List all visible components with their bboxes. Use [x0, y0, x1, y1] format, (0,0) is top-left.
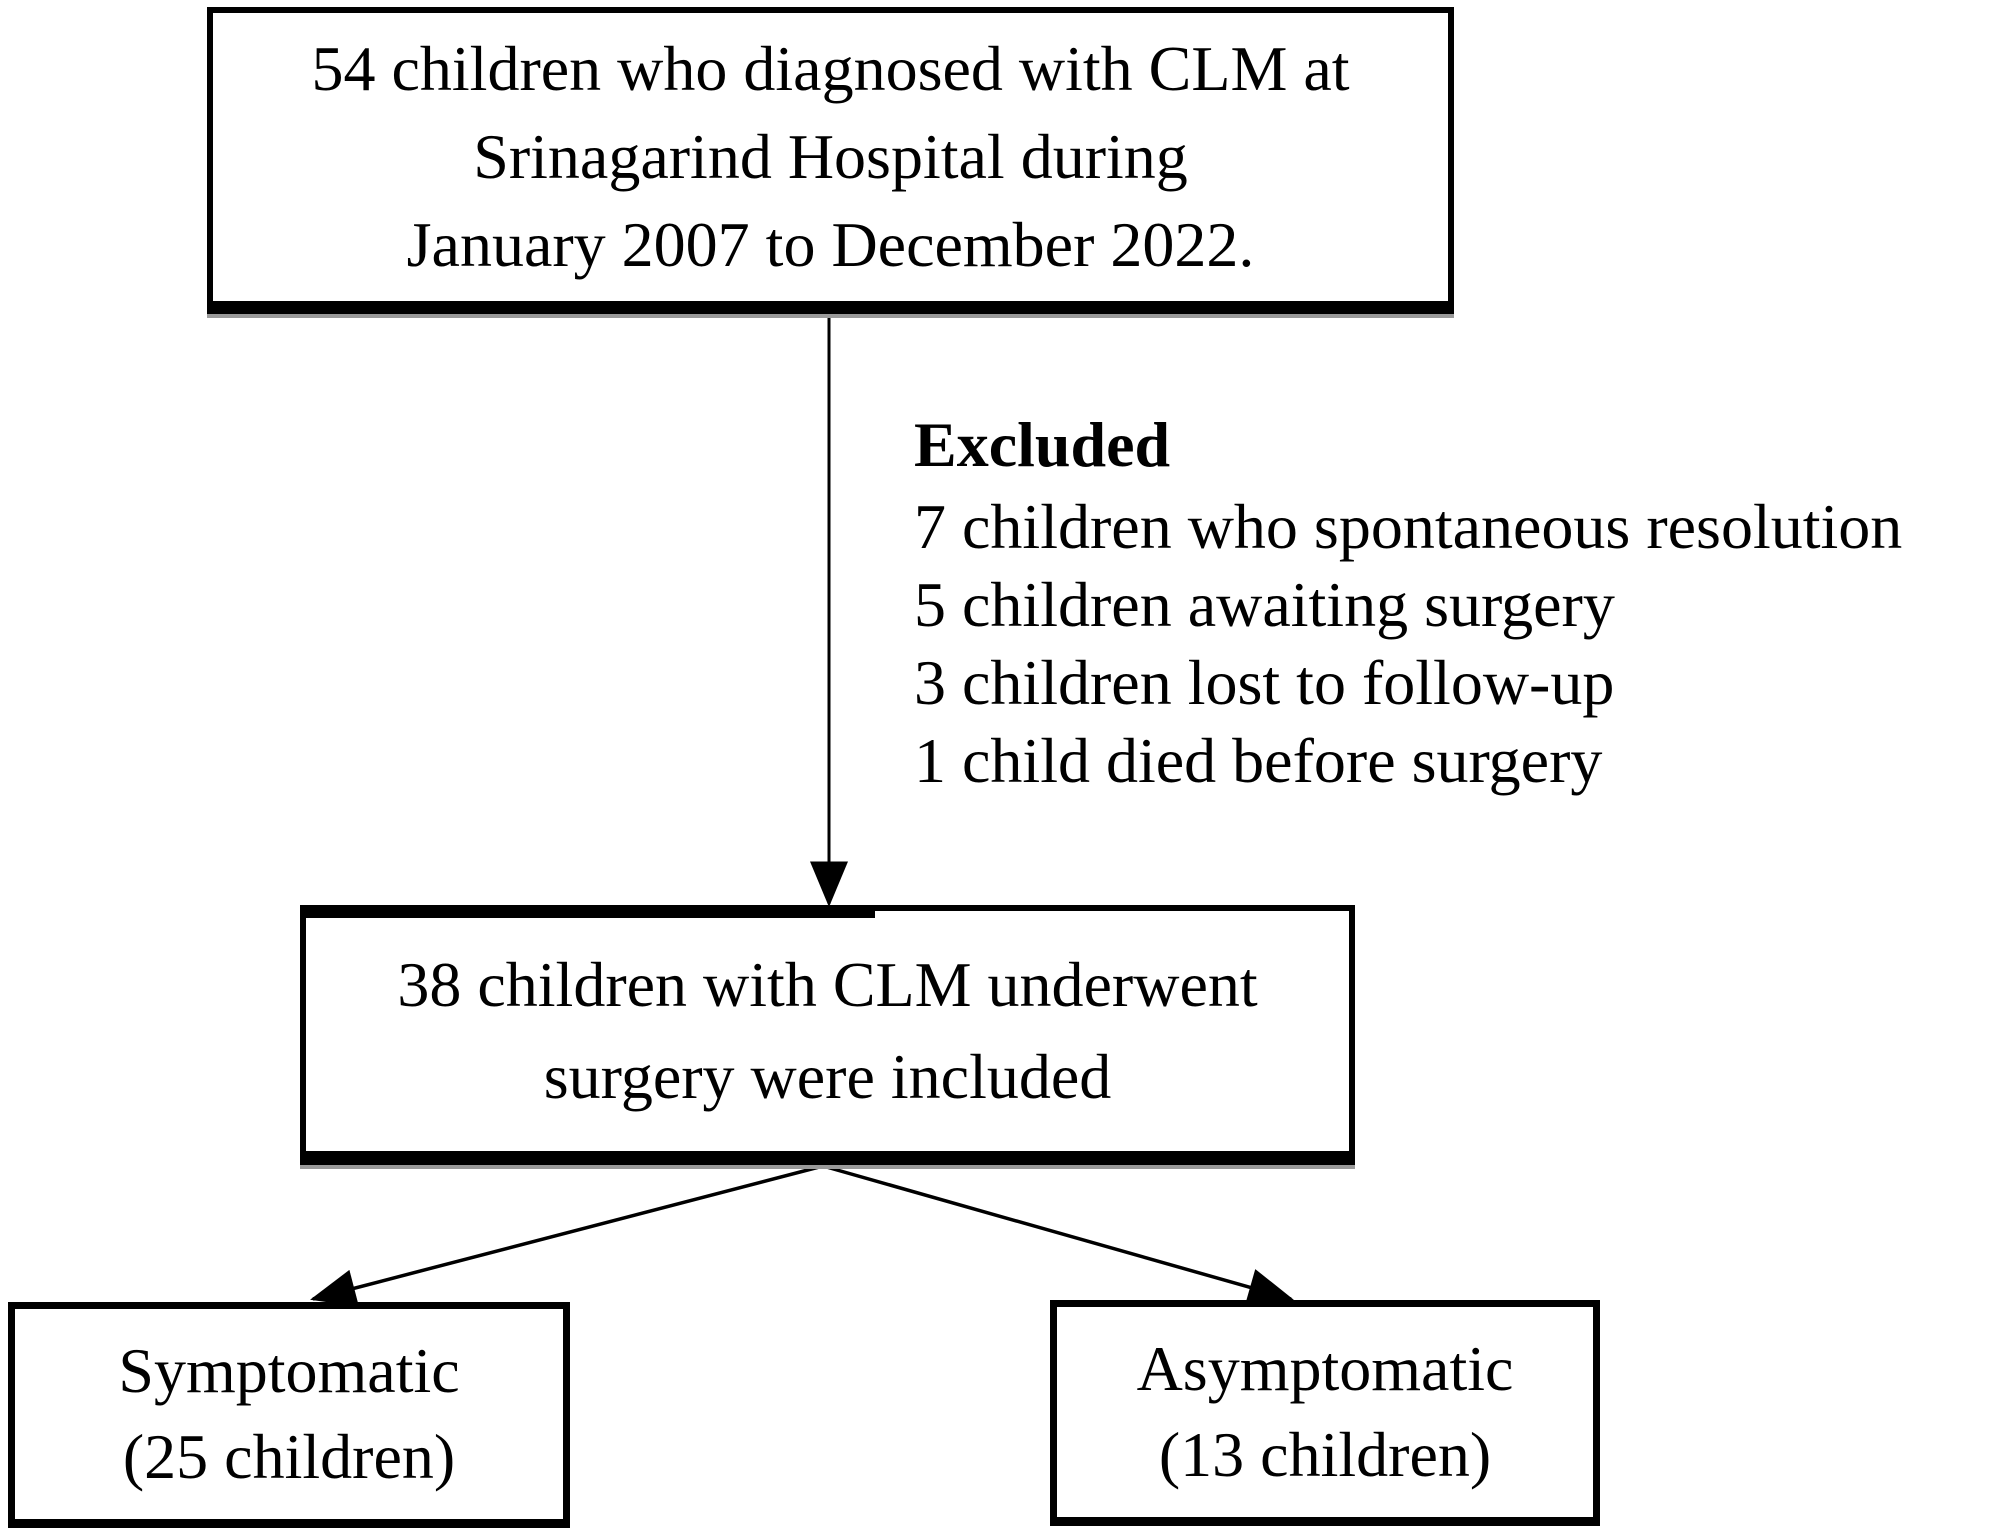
excluded-item-awaiting-surgery: 5 children awaiting surgery [914, 569, 1615, 640]
symptomatic-title: Symptomatic [118, 1335, 460, 1406]
excluded-block: Excluded 7 children who spontaneous reso… [914, 406, 1902, 800]
arrow-included-to-asymptomatic [822, 1164, 1294, 1306]
symptomatic-count: (25 children) [122, 1421, 456, 1492]
included-text: 38 children with CLM underwent surgery w… [397, 949, 1258, 1112]
enrollment-text: 54 children who diagnosed with CLM at Sr… [311, 33, 1350, 280]
symptomatic-box: Symptomatic (25 children) [8, 1302, 570, 1528]
included-box-top-border-segment [300, 905, 875, 918]
included-box: 38 children with CLM underwent surgery w… [300, 905, 1355, 1165]
symptomatic-box-text: Symptomatic (25 children) [118, 1328, 459, 1500]
excluded-item-spontaneous-resolution: 7 children who spontaneous resolution [914, 491, 1903, 562]
asymptomatic-title: Asymptomatic [1136, 1333, 1514, 1404]
arrow-included-to-symptomatic [310, 1164, 824, 1307]
asymptomatic-box-text: Asymptomatic (13 children) [1137, 1326, 1514, 1498]
asymptomatic-box: Asymptomatic (13 children) [1050, 1300, 1600, 1526]
excluded-item-died-before-surgery: 1 child died before surgery [914, 725, 1603, 796]
asymptomatic-count: (13 children) [1158, 1419, 1492, 1490]
enrollment-box: 54 children who diagnosed with CLM at Sr… [207, 7, 1454, 314]
excluded-item-lost-to-follow-up: 3 children lost to follow-up [914, 647, 1615, 718]
excluded-heading: Excluded [914, 409, 1171, 480]
